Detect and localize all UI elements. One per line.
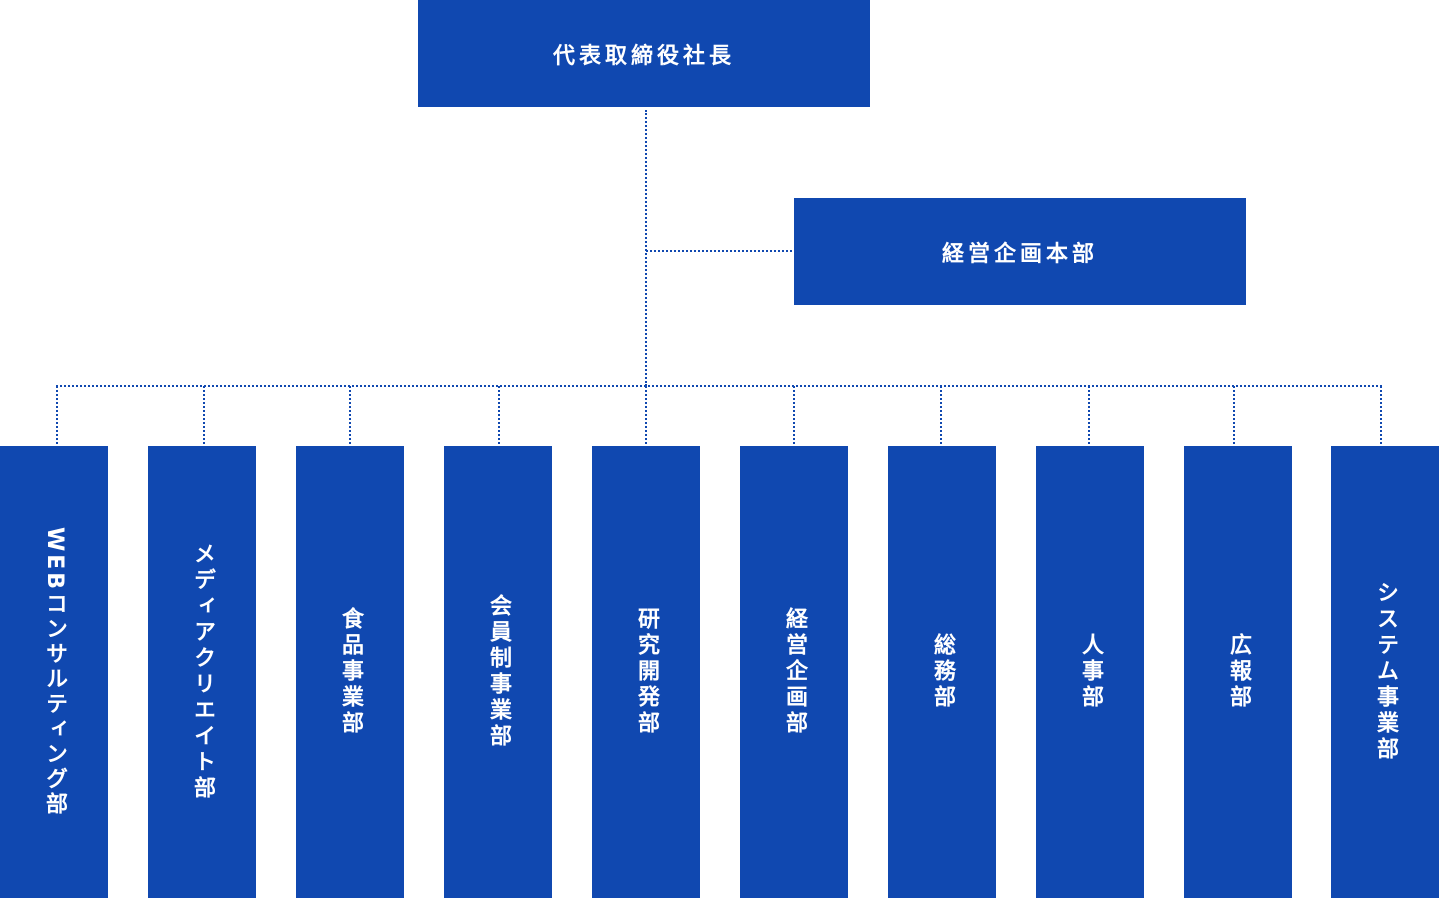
dept-label: メディアクリエイト部 — [190, 542, 215, 802]
dept-drop-connector — [1380, 386, 1382, 444]
planning-hq-label: 経営企画本部 — [941, 241, 1098, 267]
dept-drop-connector — [203, 386, 205, 444]
dept-web-consulting: WEBコンサルティング部 — [0, 446, 108, 898]
ceo-box: 代表取締役社長 — [418, 0, 870, 107]
dept-drop-connector — [645, 386, 647, 444]
dept-label: 総務部 — [930, 633, 955, 711]
dept-pr: 広報部 — [1184, 446, 1292, 898]
dept-media-create: メディアクリエイト部 — [148, 446, 256, 898]
dept-label: 広報部 — [1226, 633, 1251, 711]
dept-label: 研究開発部 — [634, 607, 659, 737]
dept-membership: 会員制事業部 — [444, 446, 552, 898]
dept-label: 食品事業部 — [338, 607, 363, 737]
dept-drop-connector — [498, 386, 500, 444]
dept-drop-connector — [793, 386, 795, 444]
dept-drop-connector — [349, 386, 351, 444]
dept-drop-connector — [940, 386, 942, 444]
dept-label: WEBコンサルティング部 — [42, 526, 67, 818]
dept-general-affairs: 総務部 — [888, 446, 996, 898]
dept-hr: 人事部 — [1036, 446, 1144, 898]
staff-branch-connector — [646, 250, 792, 252]
ceo-trunk-connector — [645, 110, 647, 386]
dept-food: 食品事業部 — [296, 446, 404, 898]
dept-label: 経営企画部 — [782, 607, 807, 737]
dept-rnd: 研究開発部 — [592, 446, 700, 898]
dept-corporate-planning: 経営企画部 — [740, 446, 848, 898]
dept-system: システム事業部 — [1331, 446, 1439, 898]
departments-bus-connector — [56, 385, 1382, 387]
dept-label: 人事部 — [1078, 633, 1103, 711]
planning-hq-box: 経営企画本部 — [794, 198, 1246, 305]
dept-label: 会員制事業部 — [486, 594, 511, 750]
dept-label: システム事業部 — [1373, 581, 1398, 763]
ceo-label: 代表取締役社長 — [552, 43, 735, 69]
dept-drop-connector — [1233, 386, 1235, 444]
dept-drop-connector — [56, 386, 58, 444]
dept-drop-connector — [1088, 386, 1090, 444]
